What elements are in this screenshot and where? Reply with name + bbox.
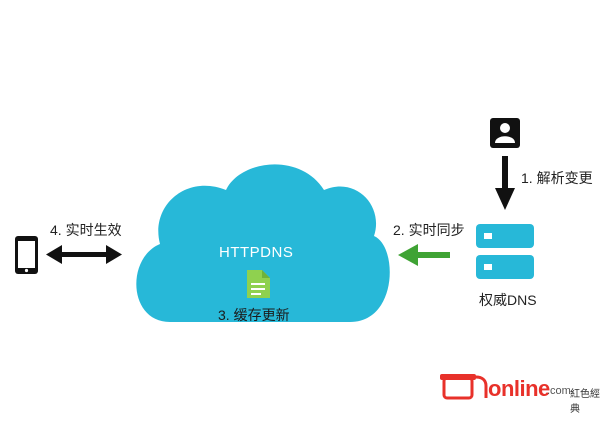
watermark-tagline: 紅色經典 [570, 389, 600, 415]
httpdns-cloud [136, 164, 390, 322]
step-2-label: 2. 实时同步 [393, 222, 465, 238]
step-4-label: 4. 实时生效 [50, 222, 122, 238]
step-3-label: 3. 缓存更新 [218, 307, 290, 323]
down-arrow [495, 156, 515, 210]
sync-arrow [398, 244, 450, 266]
user-profile-icon [490, 118, 520, 148]
step-1-label: 1. 解析变更 [521, 170, 593, 186]
authority-dns-label: 权威DNS [479, 292, 537, 308]
brand-logo-icon [440, 374, 488, 400]
cloud-title: HTTPDNS [219, 244, 294, 261]
watermark-domain: .com [547, 385, 571, 397]
server-stack-icon [476, 224, 534, 279]
bidirectional-arrow [46, 245, 122, 264]
watermark-brand: online [488, 376, 550, 401]
smartphone-icon [15, 236, 38, 274]
document-icon [247, 270, 270, 298]
